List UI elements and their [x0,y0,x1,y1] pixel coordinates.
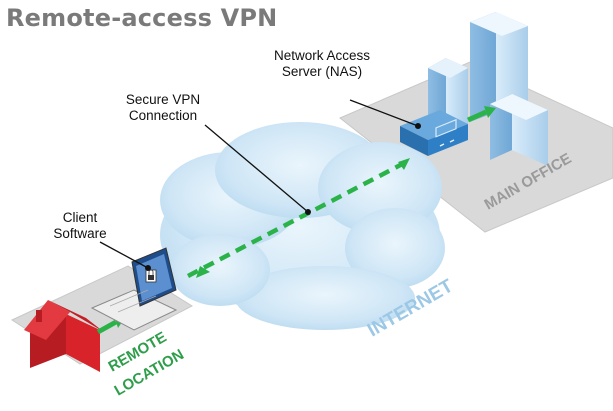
main-office-buildings [428,12,548,166]
callout-lines [99,99,421,271]
client-callout-line1: Client [62,210,98,225]
nas-callout-line1: Network Access [273,48,371,63]
vpn-callout: Secure VPN Connection [108,92,218,124]
vpn-callout-line2: Connection [128,108,198,123]
nas-device [400,110,468,156]
client-callout: Client Software [40,210,120,242]
nas-to-office-arrow [466,106,496,123]
nas-callout-line2: Server (NAS) [281,64,363,79]
vpn-callout-line1: Secure VPN [125,92,201,107]
diagram-title: Remote-access VPN [6,4,278,32]
house-icon [24,300,104,372]
nas-callout: Network Access Server (NAS) [262,48,382,80]
internet-cloud [160,122,445,330]
client-callout-line2: Software [53,226,107,241]
vpn-tunnel-line [186,158,412,278]
